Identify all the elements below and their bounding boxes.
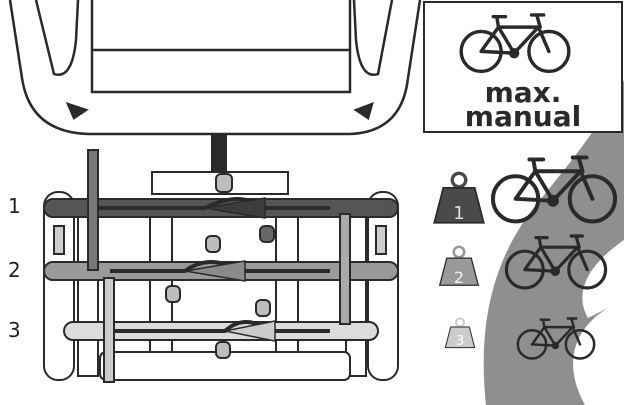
row-number-3: 3: [8, 318, 21, 342]
wheel-rail-1: [43, 197, 399, 219]
weight-icon-1: 1: [432, 171, 486, 225]
manual-label: manual: [465, 100, 581, 133]
row-number-2: 2: [8, 258, 21, 282]
weight-icon-3: 3: [444, 317, 476, 349]
clamp-knobs: [165, 173, 275, 359]
wheel-rail-2: [43, 260, 399, 282]
tow-bar: [211, 134, 227, 176]
row-number-1: 1: [8, 194, 21, 218]
max-label: max.: [485, 76, 562, 109]
decorative-swoosh-inner: [573, 300, 624, 405]
max-manual-box: max. manual: [423, 1, 623, 133]
holding-arms: [87, 149, 351, 383]
weight-label-2: 2: [454, 268, 464, 287]
weight-icon-2: 2: [438, 245, 480, 287]
car-rear: [8, 0, 422, 136]
wheel-rail-3: [63, 320, 379, 342]
weight-label-3: 3: [456, 334, 464, 349]
weight-label-1: 1: [453, 203, 464, 224]
